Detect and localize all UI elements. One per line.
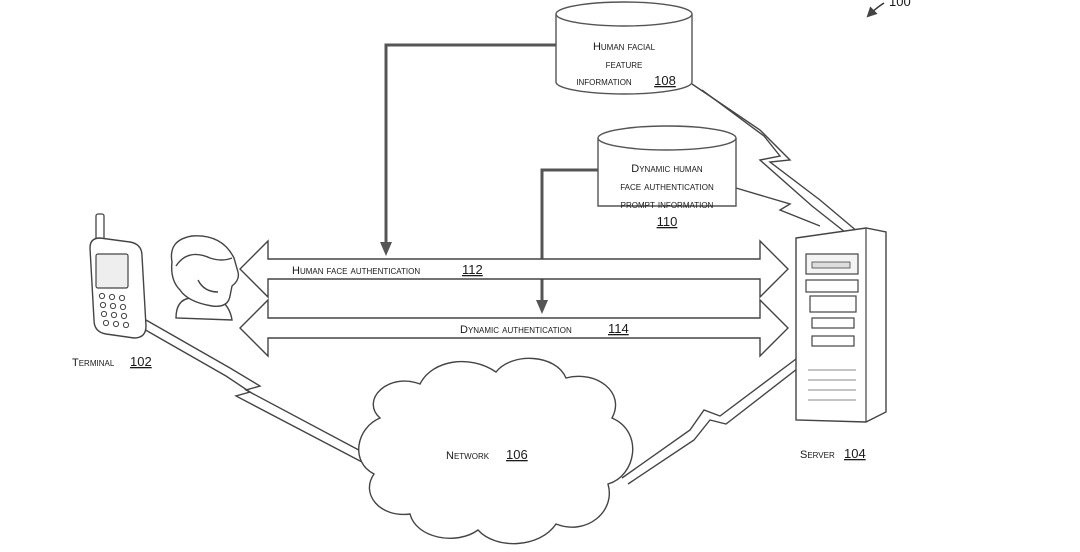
phone-keypad [98,292,130,329]
phone-screen [95,253,129,289]
server-vents [808,369,856,401]
facial-db-connector [384,43,556,252]
figure-ref-number: 100 [889,0,911,9]
link-facial-db-server [691,83,859,233]
prompt-db-line-1: Dynamic human [631,163,703,175]
dynamic-auth-label: Dynamic authentication [460,324,572,336]
terminal-label: Terminal [72,357,115,369]
facial-db-ref: 108 [654,73,676,88]
face-auth-label: Human face authentication [292,265,420,277]
server-icon [795,227,887,423]
facial-feature-database: Human facial feature information 108 [555,1,693,95]
server-bay-2 [805,279,859,293]
facial-db-line-1: Human facial [593,41,656,53]
human-face-icon [170,235,240,321]
server-bay-4 [811,317,855,329]
prompt-db-ref: 110 [657,214,678,229]
figure-pointer-arrow [866,2,885,18]
facial-db-body [555,14,693,95]
figure-reference: 100 [866,0,911,18]
prompt-db-body [597,138,737,207]
prompt-connector-arrowhead [536,300,548,314]
server-bay-1-slot [811,261,851,269]
facial-connector-arrowhead [380,242,392,256]
link-terminal-network [145,319,371,457]
face-ear [197,279,219,293]
face-head [170,235,240,307]
face-auth-ref: 112 [462,262,483,277]
face-auth-arrow: Human face authentication 112 [239,239,789,299]
cloud-shape [358,357,634,545]
facial-db-top [555,1,693,27]
prompt-db-line-3: prompt information [621,199,714,211]
link-prompt-db-server [735,187,821,227]
prompt-db-line-2: face authentication [620,181,714,193]
network-cloud: Network 106 [358,357,634,545]
link-terminal-network-2 [141,327,363,463]
server-bay-5 [811,335,855,347]
terminal-ref: 102 [130,354,152,369]
network-ref: 106 [506,447,528,462]
facial-db-line-2: feature [606,59,643,71]
terminal-phone-icon [89,213,147,339]
server-label: Server [800,449,835,461]
server-ref: 104 [844,446,866,461]
face-auth-arrow-shape [239,239,789,299]
facial-db-line-3: information [576,76,632,88]
network-label: Network [446,450,490,462]
server-bay-3 [809,295,857,313]
link-network-server-2 [627,361,807,485]
dynamic-prompt-database: Dynamic human face authentication prompt… [597,125,737,229]
lightning-links [141,83,859,485]
face-hairline [175,253,233,267]
link-facial-db-server-2 [701,89,851,237]
dynamic-auth-arrow-shape [239,298,789,358]
prompt-db-top [597,125,737,151]
prompt-db-connector [540,168,598,306]
link-network-server [621,355,801,479]
dynamic-auth-ref: 114 [608,321,629,336]
dynamic-auth-arrow: Dynamic authentication 114 [239,298,789,358]
